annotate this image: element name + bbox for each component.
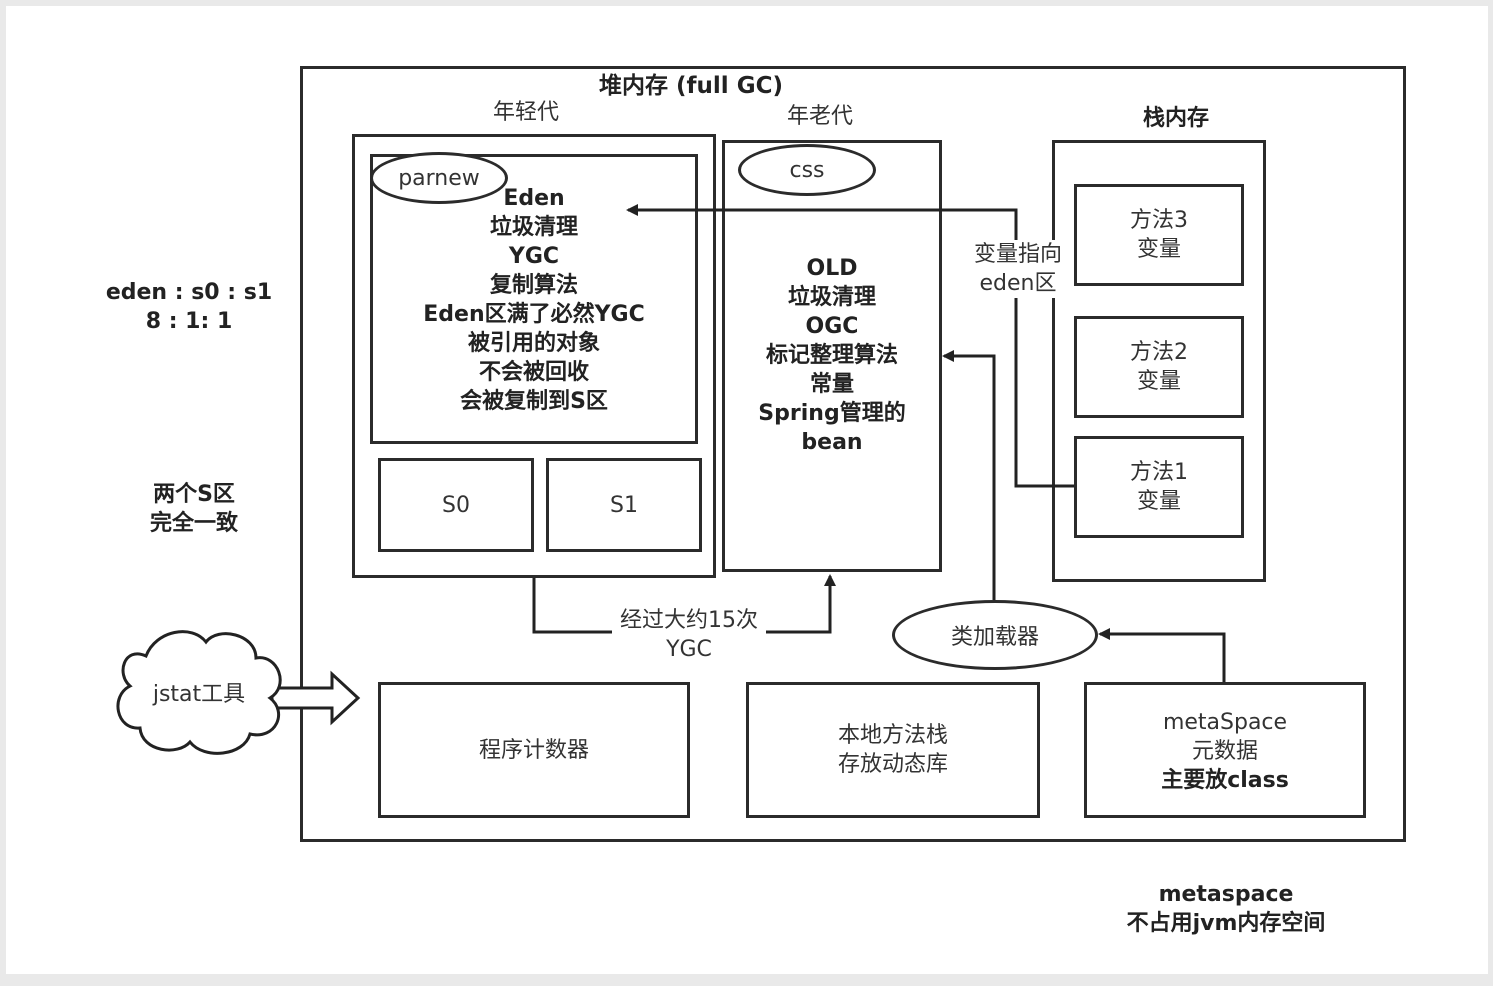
ratio-note: eden : s0 : s1 8 : 1: 1 — [105, 280, 273, 334]
connectors — [116, 204, 1226, 755]
heap-title: 堆内存 (full GC) — [599, 73, 783, 99]
program-counter-box: 程序计数器 — [378, 682, 690, 818]
diagram-canvas: 堆内存 (full GC) 年轻代 Eden 垃圾清理 YGC 复制算法 Ede… — [6, 6, 1488, 974]
native-method-stack-box: 本地方法栈 存放动态库 — [746, 682, 1040, 818]
old-gen-title: 年老代 — [786, 104, 853, 129]
young-gen-title: 年轻代 — [492, 100, 559, 125]
old-gen-box — [722, 140, 942, 572]
eden-description: Eden 垃圾清理 YGC 复制算法 Eden区满了必然YGC 被引用的对象 不… — [423, 186, 645, 414]
points-to-eden-label: 变量指向 eden区 — [964, 240, 1072, 298]
metaspace-class-label: 主要放class — [1161, 768, 1289, 793]
parnew-collector: parnew — [370, 152, 508, 204]
jstat-cloud-shape — [116, 630, 282, 755]
jstat-hollow-arrow — [270, 670, 361, 726]
arrow-method1-to-eden — [626, 204, 1074, 488]
promotion-label: 经过大约15次 YGC — [612, 606, 766, 664]
method-3-frame: 方法3 变量 — [1074, 184, 1244, 286]
old-gen-description: OLD 垃圾清理 OGC 标记整理算法 常量 Spring管理的 bean — [758, 256, 906, 455]
metaspace-label: metaSpace 元数据 — [1162, 710, 1288, 764]
stack-title: 栈内存 — [1142, 106, 1209, 131]
metaspace-box — [1084, 682, 1366, 818]
s1-box: S1 — [546, 458, 702, 552]
arrow-metaspace-to-classloader — [1098, 628, 1226, 682]
method-1-frame: 方法1 变量 — [1074, 436, 1244, 538]
s-zones-note: 两个S区 完全一致 — [149, 482, 238, 536]
method-2-frame: 方法2 变量 — [1074, 316, 1244, 418]
s0-box: S0 — [378, 458, 534, 552]
jstat-label: jstat工具 — [152, 682, 246, 707]
arrow-classloader-to-old — [942, 350, 996, 600]
css-collector: css — [738, 144, 876, 196]
classloader-node: 类加载器 — [892, 600, 1098, 670]
metaspace-footnote: metaspace 不占用jvm内存空间 — [1126, 882, 1326, 936]
